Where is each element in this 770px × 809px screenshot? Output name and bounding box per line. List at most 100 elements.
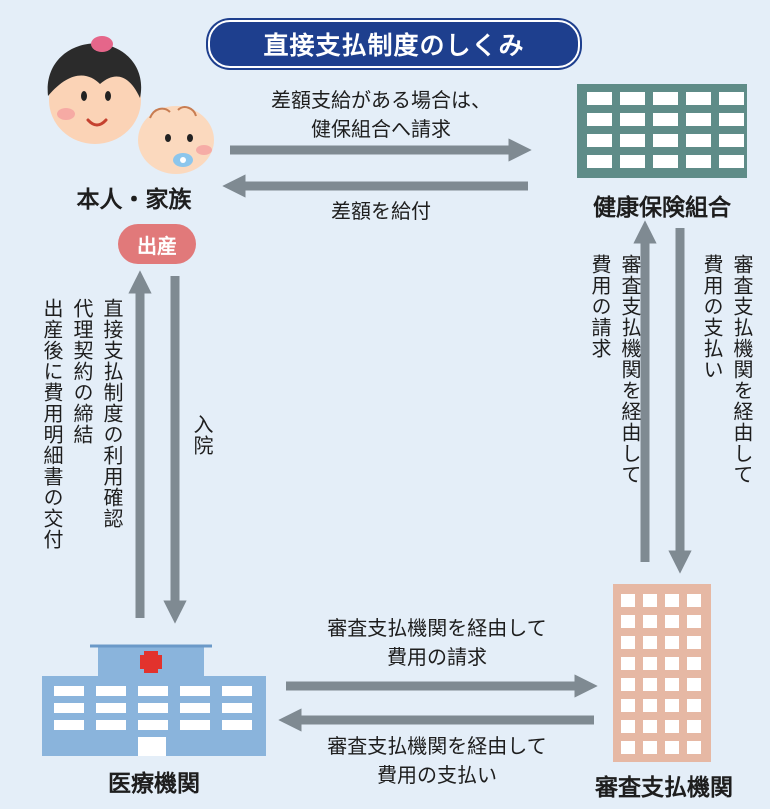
building-window [96, 686, 126, 696]
building-window [96, 720, 126, 730]
caption-line: 審査支払機関を経由して [327, 734, 547, 758]
diagram-title: 直接支払制度のしくみ [208, 20, 580, 68]
building-window [587, 113, 612, 126]
building-window [665, 741, 679, 754]
caption-line: 費用の支払い [700, 254, 724, 380]
building-window [621, 594, 635, 607]
building-window [180, 686, 210, 696]
caption-line: 費用の支払い [377, 763, 497, 787]
caption-line: 代理契約の締結 [70, 298, 94, 445]
building-window [587, 92, 612, 105]
building-window [686, 113, 711, 126]
building-window [621, 741, 635, 754]
building-window [687, 699, 701, 712]
building-window [54, 686, 84, 696]
building-window [621, 678, 635, 691]
building-window [643, 636, 657, 649]
building-window [138, 686, 168, 696]
building-window [665, 699, 679, 712]
family-illustration-icon [47, 36, 214, 174]
building-window [687, 678, 701, 691]
caption-review-to-insurer: 審査支払機関を経由して 費用の請求 [586, 254, 644, 494]
caption-line: 直接支払制度の利用確認 [100, 298, 124, 529]
building-window [665, 720, 679, 733]
building-window [643, 594, 657, 607]
building-window [620, 155, 645, 168]
building-window [222, 703, 252, 713]
building-window [719, 92, 744, 105]
caption-review-to-hospital: 審査支払機関を経由して 費用の支払い [282, 732, 592, 790]
building-window [621, 720, 635, 733]
caption-line: 費用の請求 [588, 254, 612, 359]
building-window [719, 155, 744, 168]
caption-line: 審査支払機関を経由して [618, 254, 642, 485]
caption-family-to-hospital: 入院 [190, 414, 214, 456]
building-window [719, 134, 744, 147]
building-window [687, 594, 701, 607]
building-window [665, 678, 679, 691]
building-window [587, 155, 612, 168]
building-window [665, 636, 679, 649]
building-window [96, 703, 126, 713]
insurer-label: 健康保険組合 [593, 195, 731, 221]
building-window [620, 113, 645, 126]
building-window [222, 686, 252, 696]
caption-insurer-to-family: 差額を給付 [331, 199, 431, 223]
hospital-building-icon [42, 644, 266, 756]
caption-hospital-to-family: 直接支払制度の利用確認 代理契約の締結 出産後に費用明細書の交付 [30, 298, 126, 618]
building-window [643, 699, 657, 712]
building-window [643, 678, 657, 691]
building-window [180, 720, 210, 730]
building-window [620, 92, 645, 105]
building-window [643, 741, 657, 754]
caption-line: 審査支払機関を経由して [730, 254, 754, 485]
caption-insurer-to-review: 審査支払機関を経由して 費用の支払い [698, 254, 756, 494]
building-window [621, 615, 635, 628]
building-window [719, 113, 744, 126]
birth-badge: 出産 [118, 224, 196, 264]
caption-line: 審査支払機関を経由して [327, 616, 547, 640]
building-window [665, 594, 679, 607]
building-window [687, 615, 701, 628]
building-window [686, 92, 711, 105]
building-window [180, 703, 210, 713]
building-window [620, 134, 645, 147]
building-window [54, 703, 84, 713]
building-window [621, 657, 635, 670]
building-window [686, 155, 711, 168]
caption-family-to-insurer: 差額支給がある場合は、 健保組合へ請求 [236, 86, 526, 144]
building-window [687, 741, 701, 754]
building-window [643, 615, 657, 628]
hospital-label: 医療機関 [108, 771, 200, 797]
building-window [138, 720, 168, 730]
building-window [54, 720, 84, 730]
building-window [653, 134, 678, 147]
building-window [643, 657, 657, 670]
baby-face-icon [138, 106, 214, 174]
family-label: 本人・家族 [76, 187, 192, 213]
building-window [621, 699, 635, 712]
building-window [222, 720, 252, 730]
mother-face-icon [47, 36, 142, 144]
building-window [686, 134, 711, 147]
building-window [587, 134, 612, 147]
building-window [653, 155, 678, 168]
building-window [621, 636, 635, 649]
building-window [138, 703, 168, 713]
caption-line: 差額支給がある場合は、 [271, 88, 491, 112]
insurer-building-icon [577, 84, 747, 178]
caption-line: 健保組合へ請求 [311, 117, 451, 141]
building-window [643, 720, 657, 733]
caption-line: 出産後に費用明細書の交付 [40, 298, 64, 550]
building-window [653, 92, 678, 105]
building-window [687, 657, 701, 670]
caption-line: 費用の請求 [387, 645, 487, 669]
building-window [665, 657, 679, 670]
building-window [665, 615, 679, 628]
review-label: 審査支払機関 [595, 775, 733, 801]
building-window [687, 720, 701, 733]
review-building-icon [613, 584, 711, 762]
building-window [653, 113, 678, 126]
building-window [687, 636, 701, 649]
